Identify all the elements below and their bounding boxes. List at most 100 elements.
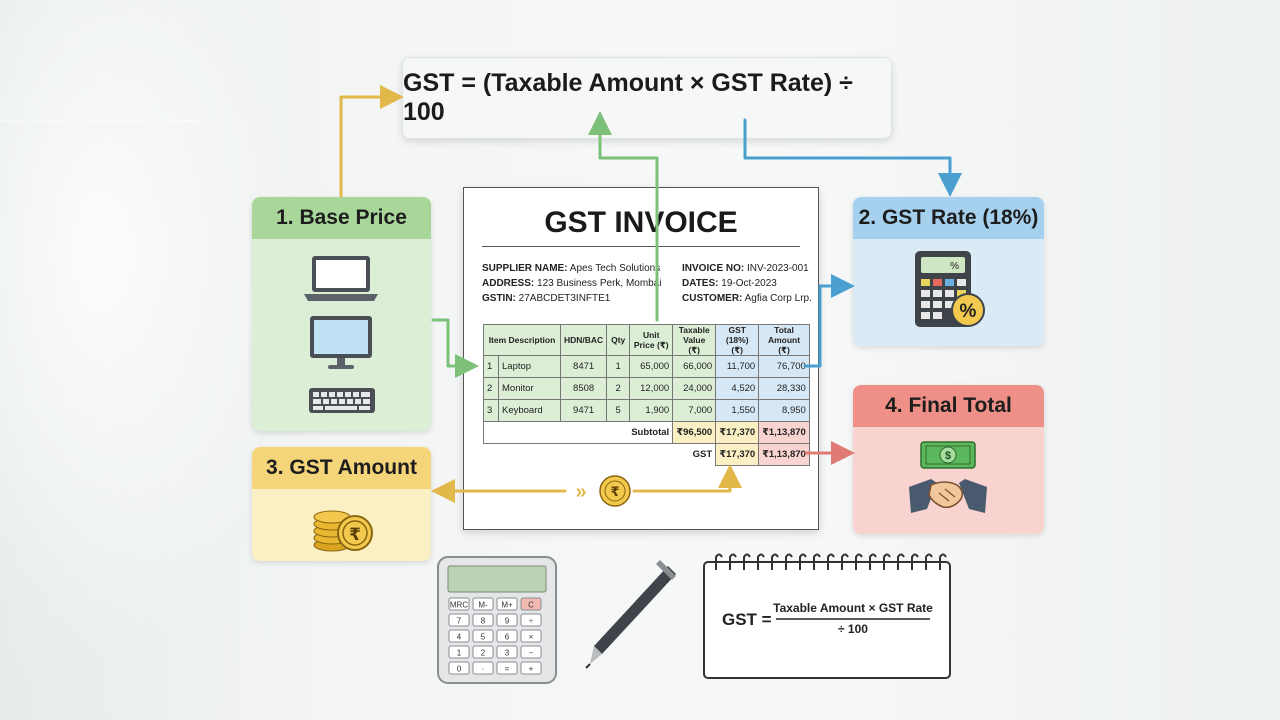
arrow-table-to-rate — [803, 274, 855, 368]
spiral-ring — [869, 553, 877, 570]
calculator-key — [496, 629, 518, 643]
invoice-no-label: INVOICE NO: — [682, 263, 745, 274]
notepad-numerator: Taxable Amount × GST Rate — [773, 601, 933, 615]
subtotal-gst: ₹17,370 — [715, 421, 760, 444]
invoice-title: GST INVOICE — [544, 206, 738, 239]
invoice-date: 19-Oct-2023 — [721, 278, 777, 289]
handshake-icon — [909, 479, 987, 513]
spiral-ring — [897, 553, 905, 570]
calculator-key — [448, 597, 470, 611]
base-price-title: 1. Base Price — [252, 197, 431, 239]
customer-name: Agfia Corp Lrp. — [744, 293, 812, 304]
rupee-coin-icon: ₹ — [599, 475, 631, 507]
spiral-ring — [883, 553, 891, 570]
notepad-lhs: GST = — [722, 610, 772, 629]
row-code: 9471 — [559, 399, 608, 422]
items-table: Item Description HDN/BAC Qty Unit Price … — [482, 324, 810, 466]
row-code: 8508 — [559, 377, 608, 400]
gst-rate-icons: % % — [915, 251, 985, 327]
calculator-key-label: 5 — [481, 633, 486, 642]
calculator-key-label: 7 — [457, 617, 462, 626]
calculator-key-label: M- — [478, 601, 488, 610]
calculator-key — [496, 597, 518, 611]
calc-display-percent: % — [950, 261, 959, 272]
calculator-key-label: MRC — [450, 601, 468, 610]
rupee-icon: ₹ — [337, 515, 373, 551]
base-price-icons — [304, 256, 378, 413]
monitor-icon — [310, 316, 372, 369]
calculator-key — [448, 645, 470, 659]
gst-rate-title: 2. GST Rate (18%) — [853, 197, 1044, 239]
subtotal-row: Subtotal ₹96,500 ₹17,370 ₹1,13,870 — [482, 421, 810, 444]
chevrons-icon: » — [575, 481, 586, 503]
gst-rate-card: 2. GST Rate (18%) % % — [853, 197, 1044, 346]
invoice-info: INVOICE NO: INV-2023-001 DATES: 19-Oct-2… — [682, 261, 812, 306]
calculator-key-label: × — [529, 633, 534, 642]
notepad-icon: GST = Taxable Amount × GST Rate ÷ 100 — [703, 553, 951, 679]
dollar-symbol: $ — [945, 450, 951, 462]
calculator-key-label: 0 — [457, 665, 462, 674]
col-total: Total Amount (₹) — [758, 324, 810, 356]
address-label: ADDRESS: — [482, 278, 535, 289]
final-total-title: 4. Final Total — [853, 385, 1044, 427]
calculator-key-label: · — [482, 665, 485, 674]
calculator-key-label: 3 — [505, 649, 510, 658]
row-gst: 11,700 — [715, 355, 760, 378]
arrow-base-to-table — [431, 318, 479, 378]
spiral-ring — [827, 553, 835, 570]
supplier-name: Apes Tech Solutions — [569, 263, 661, 274]
row-item: Keyboard — [498, 399, 561, 422]
calculator-key — [520, 661, 542, 675]
row-gst: 1,550 — [715, 399, 760, 422]
calculator-key — [496, 645, 518, 659]
calculator-key — [448, 613, 470, 627]
notepad-denominator: ÷ 100 — [838, 622, 868, 636]
calculator-key-label: 6 — [505, 633, 510, 642]
calculator-key-label: M+ — [501, 601, 513, 610]
laptop-icon — [304, 256, 378, 301]
gst-row-total: ₹1,13,870 — [758, 443, 810, 466]
gst-amount-icons: ₹ — [313, 510, 373, 552]
calculator-key — [448, 661, 470, 675]
spiral-ring — [771, 553, 779, 570]
gst-invoice: GST INVOICE SUPPLIER NAME: Apes Tech Sol… — [463, 187, 819, 530]
calculator-key-label: C — [528, 601, 534, 610]
col-gst: GST (18%) (₹) — [715, 324, 760, 356]
spiral-ring — [925, 553, 933, 570]
keyboard-icon — [309, 388, 375, 413]
arrow-invoice-to-formula — [588, 111, 659, 322]
supplier-address: 123 Business Perk, Mombai — [537, 278, 662, 289]
arrow-base-to-formula — [339, 85, 404, 198]
calculator-key — [520, 629, 542, 643]
base-price-card: 1. Base Price — [252, 197, 431, 431]
gst-amount-card: 3. GST Amount ₹ — [252, 447, 431, 561]
calculator-key — [496, 613, 518, 627]
gstin-label: GSTIN: — [482, 293, 516, 304]
col-code: HDN/BAC — [559, 324, 608, 356]
row-taxable: 66,000 — [672, 355, 717, 378]
calculator-key-label: 1 — [457, 649, 462, 658]
calculator-key — [520, 613, 542, 627]
gst-row-label: GST — [692, 449, 713, 461]
subtotal-taxable: ₹96,500 — [672, 421, 717, 444]
invoice-number: INV-2023-001 — [747, 263, 809, 274]
percent-icon: % — [951, 293, 985, 327]
spiral-ring — [911, 553, 919, 570]
dates-label: DATES: — [682, 278, 719, 289]
spiral-ring — [757, 553, 765, 570]
subtotal-label: Subtotal — [482, 421, 673, 444]
notepad-spiral — [715, 553, 947, 570]
spiral-ring — [855, 553, 863, 570]
calculator-key — [496, 661, 518, 675]
calculator-key-label: = — [505, 665, 510, 674]
gst-row-gst: ₹17,370 — [715, 443, 760, 466]
rupee-coin-symbol: ₹ — [610, 484, 619, 499]
spiral-ring — [743, 553, 751, 570]
col-item: Item Description — [483, 324, 561, 356]
col-unit: Unit Price (₹) — [629, 324, 674, 356]
calculator-key-label: − — [529, 649, 534, 658]
spiral-ring — [785, 553, 793, 570]
spiral-ring — [939, 553, 947, 570]
pen-icon — [585, 560, 676, 669]
table-row: 1 Laptop 8471 1 65,000 66,000 11,700 76,… — [483, 355, 810, 378]
